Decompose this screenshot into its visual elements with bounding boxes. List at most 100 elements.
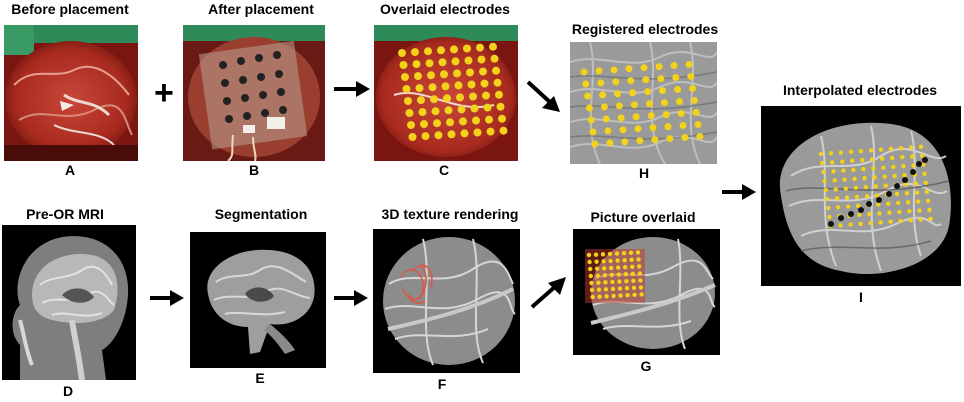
- electrode-dot: [632, 113, 640, 121]
- electrode-dot: [659, 87, 667, 95]
- electrode-dot: [590, 294, 595, 300]
- electrode-dot: [602, 273, 607, 278]
- electrode-dot: [589, 287, 595, 293]
- electrode-dot: [496, 102, 505, 111]
- electrode-dot: [898, 146, 904, 151]
- electrode-dot: [843, 186, 848, 191]
- electrode-dot: [848, 149, 854, 155]
- electrode-dot: [459, 117, 467, 126]
- electrode-dot: [414, 72, 422, 81]
- electrode-dot: [479, 67, 487, 76]
- panel-f-rendering: [373, 229, 520, 373]
- electrode-dot: [685, 60, 693, 68]
- electrode-dot: [607, 251, 613, 257]
- electrode-dot: [473, 128, 482, 137]
- electrode-dot: [840, 159, 845, 164]
- electrode-dot: [398, 49, 406, 57]
- electrode-dot: [596, 287, 602, 292]
- electrode-dot: [630, 101, 638, 109]
- electrode-dot: [601, 259, 606, 264]
- electrode-dot: [637, 264, 642, 269]
- electrode-dot: [868, 148, 874, 153]
- electrode-dot: [681, 134, 689, 142]
- electrode-dot: [604, 294, 609, 299]
- electrode-dot: [415, 84, 424, 93]
- electrode-dot: [645, 100, 653, 108]
- electrode-dot: [660, 99, 668, 107]
- electrode-dot: [828, 151, 834, 156]
- electrode-dot: [417, 96, 425, 105]
- electrode-dot: [451, 57, 460, 66]
- electrode-dot: [477, 55, 486, 64]
- panel-d-mri: [2, 225, 136, 380]
- electrode-dot: [871, 166, 876, 171]
- electrode-dot: [826, 205, 831, 211]
- electrode-dot: [674, 86, 682, 94]
- electrode-dot: [864, 193, 870, 199]
- electrode-dot: [405, 109, 414, 117]
- electrode-dot: [602, 115, 610, 123]
- electrode-dot: [624, 279, 629, 284]
- electrode-dot: [830, 160, 835, 165]
- electrode-dot: [647, 112, 655, 120]
- electrode-dot: [926, 198, 931, 203]
- electrode-dot: [642, 76, 650, 84]
- panel-c-photo: [374, 25, 518, 161]
- electrode-dot: [490, 54, 499, 63]
- electrode-dot: [430, 95, 438, 104]
- electrode-dot: [627, 77, 635, 85]
- electrode-dot: [881, 165, 886, 170]
- arrow-right-icon: [150, 290, 184, 306]
- electrode-dot: [628, 250, 634, 256]
- electrode-dot: [444, 106, 453, 115]
- electrode-dot: [631, 278, 636, 284]
- electrode-dot: [854, 194, 860, 200]
- electrode-dot: [402, 85, 411, 93]
- electrode-dot: [399, 61, 408, 69]
- electrode-dot: [467, 80, 476, 89]
- panel-i-image: [761, 106, 961, 286]
- electrode-dot: [612, 78, 620, 86]
- electrode-dot: [593, 252, 599, 257]
- electrode-dot: [499, 126, 508, 135]
- electrode-dot: [821, 169, 826, 175]
- title-before-placement: Before placement: [11, 1, 129, 17]
- electrode-dot: [495, 90, 503, 99]
- electrode-dot: [486, 127, 495, 136]
- electrode-dot: [597, 294, 602, 299]
- electrode-dot: [411, 48, 419, 57]
- electrode-dot: [916, 199, 921, 204]
- electrode-dot: [622, 258, 627, 263]
- electrode-dot: [903, 182, 908, 187]
- electrode-dot: [860, 157, 865, 163]
- electrode-dot: [923, 180, 928, 185]
- electrode-dot: [493, 78, 502, 87]
- electrode-dot: [913, 181, 918, 186]
- title-overlaid-electrodes: Overlaid electrodes: [380, 1, 510, 17]
- electrode-dot: [614, 251, 620, 256]
- electrode-dot: [595, 273, 600, 278]
- electrode-dot: [450, 45, 458, 54]
- electrode-dot: [621, 251, 627, 256]
- letter-b: B: [248, 162, 260, 178]
- electrode-dot: [602, 266, 607, 271]
- electrode-dot: [853, 185, 858, 191]
- electrode-dot: [896, 200, 901, 206]
- electrode-dot: [824, 196, 830, 202]
- electrode-dot: [655, 63, 663, 71]
- electrode-dot: [838, 150, 844, 155]
- electrode-dot-black: [838, 215, 844, 221]
- electrode-dot: [644, 88, 652, 96]
- electrode-dot: [594, 259, 599, 264]
- electrode-dot: [858, 221, 863, 227]
- electrode-dot: [611, 293, 616, 299]
- electrode-dot: [469, 92, 477, 101]
- electrode-dot: [894, 191, 900, 197]
- arrow-right-icon: [334, 81, 370, 97]
- electrode-dot: [868, 220, 873, 226]
- electrode-dot: [433, 119, 441, 128]
- electrode-dot: [580, 68, 588, 76]
- electrode-dot: [591, 140, 599, 148]
- plus-icon: +: [154, 74, 174, 112]
- electrode-dot-black: [902, 177, 908, 183]
